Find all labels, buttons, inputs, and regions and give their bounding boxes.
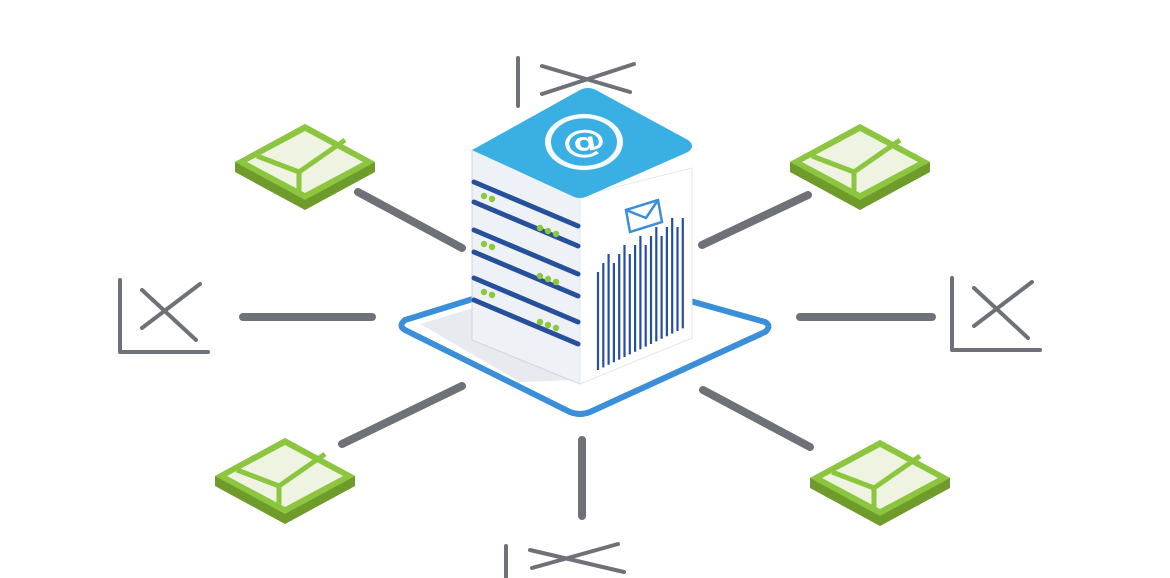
connector-bottom-left <box>338 382 466 448</box>
server-top-face <box>472 88 692 198</box>
server-vent-stripes <box>596 218 684 370</box>
mark-left-icon <box>118 278 210 354</box>
mark-right-icon <box>950 276 1042 352</box>
envelope-bottom-right-icon <box>810 440 950 526</box>
server-status-leds <box>480 192 560 332</box>
envelope-bottom-left-icon <box>215 438 355 524</box>
connector-top-right <box>698 191 812 249</box>
server-rack-bays <box>471 179 581 347</box>
mark-bottom-icon <box>504 542 626 578</box>
envelope-top-right-icon <box>790 124 930 210</box>
envelopes <box>215 124 950 526</box>
at-sign-icon: @ <box>545 113 623 171</box>
outline-marks <box>118 56 1042 578</box>
connector-top-left <box>354 188 466 252</box>
envelope-top-left-icon <box>235 124 375 210</box>
connector-bottom-right <box>699 386 814 451</box>
mark-top-icon <box>516 56 636 108</box>
server-tower: @ <box>471 88 693 385</box>
server-label: @ <box>559 121 610 162</box>
connector-lines <box>239 188 936 520</box>
mail-icon <box>624 198 664 234</box>
